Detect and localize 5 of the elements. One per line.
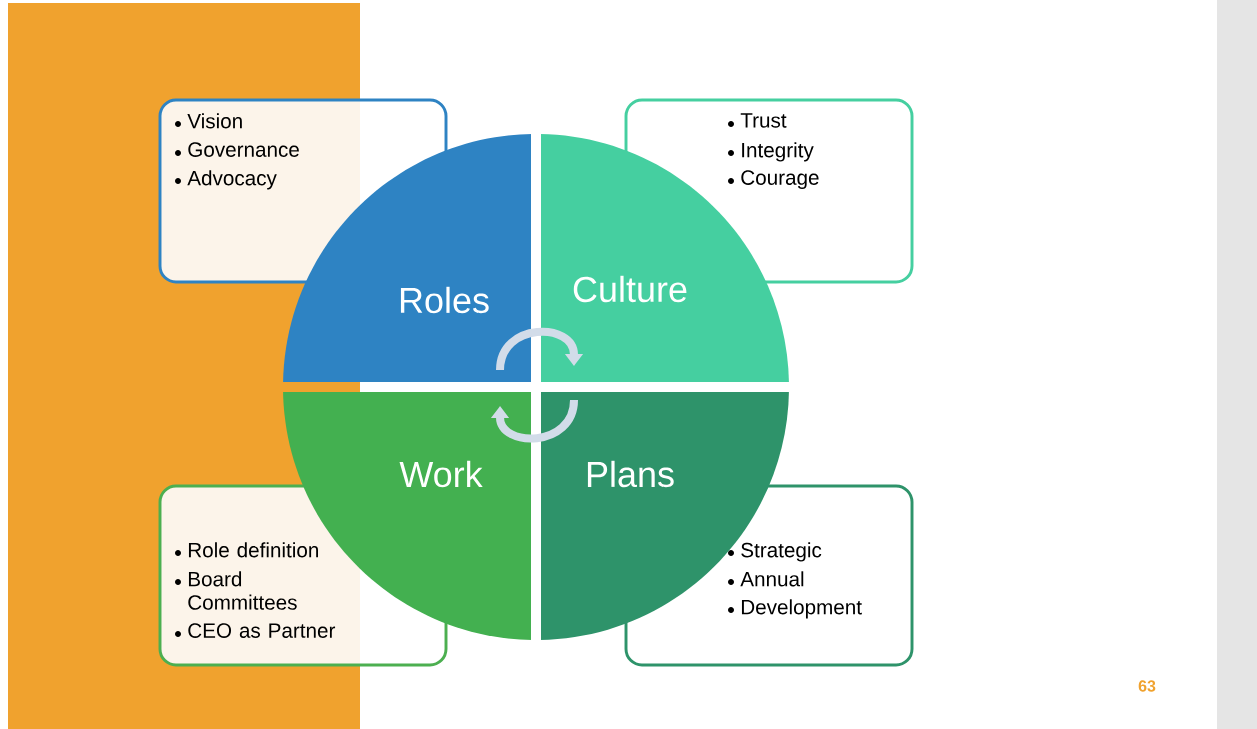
page-number: 63 — [1138, 680, 1156, 692]
bullet-item: Vision — [187, 113, 242, 129]
bullet-item: Trust — [740, 113, 787, 128]
cycle-arrow — [490, 399, 578, 443]
bullet-item: Advocacy — [187, 170, 277, 190]
